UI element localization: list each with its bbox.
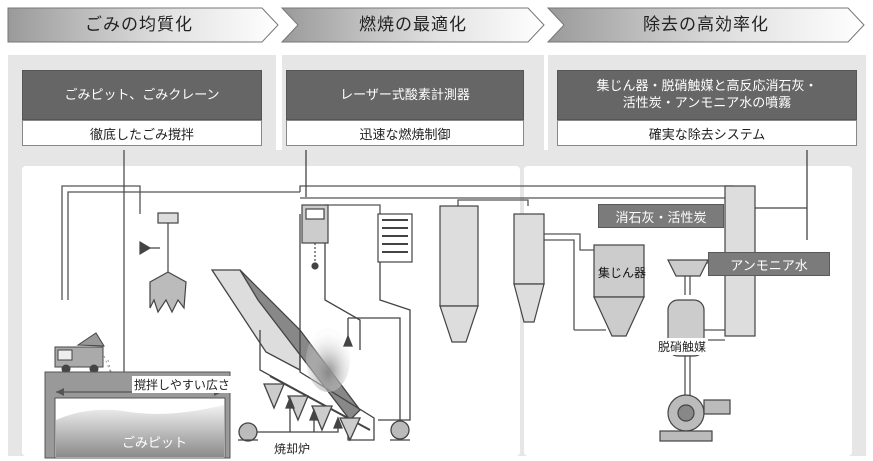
- dust-collector-label: 集じん器: [598, 266, 647, 280]
- mixing-width-label: 撹拌しやすい広さ: [132, 376, 232, 393]
- effect-label-removal-system: 確実な除去システム: [557, 120, 857, 146]
- induced-fan: [659, 394, 731, 442]
- boiler: [377, 205, 545, 343]
- crane: [139, 212, 187, 314]
- effect-label-mixing: 徹底したごみ撹拌: [22, 120, 262, 146]
- equipment-label-pit-crane: ごみピット、ごみクレーン: [22, 70, 262, 120]
- garbage-truck: [54, 332, 115, 385]
- equipment-line-2: 活性炭・アンモニア水の噴霧: [622, 96, 792, 111]
- piping: [61, 150, 808, 400]
- dust-collector: [593, 244, 645, 337]
- slaked-lime-tag: 消石灰・活性炭: [598, 204, 724, 228]
- stage-title-removal: 除去の高効率化: [643, 15, 769, 35]
- incinerator-label: 焼却炉: [274, 442, 311, 456]
- ammonia-tag: アンモニア水: [708, 252, 830, 276]
- pit-label: ごみピット: [122, 436, 188, 451]
- effect-label-combustion-control: 迅速な燃焼制御: [286, 120, 524, 146]
- equipment-label-o2-meter: レーザー式酸素計測器: [286, 70, 524, 120]
- equipment-label-removal: 集じん器・脱硝触媒と高反応消石灰・ 活性炭・アンモニア水の噴霧: [557, 70, 857, 120]
- waste-pit: [44, 371, 231, 459]
- denitration-label: 脱硝触媒: [656, 338, 709, 355]
- equipment-line-1: 集じん器・脱硝触媒と高反応消石灰・: [596, 79, 818, 94]
- stage-title-homogenization: ごみの均質化: [85, 15, 193, 35]
- stage-title-combustion: 燃焼の最適化: [359, 15, 467, 35]
- laser-oxygen-meter: [301, 204, 329, 270]
- incinerator: [210, 214, 411, 442]
- stage-chevrons: [7, 7, 865, 43]
